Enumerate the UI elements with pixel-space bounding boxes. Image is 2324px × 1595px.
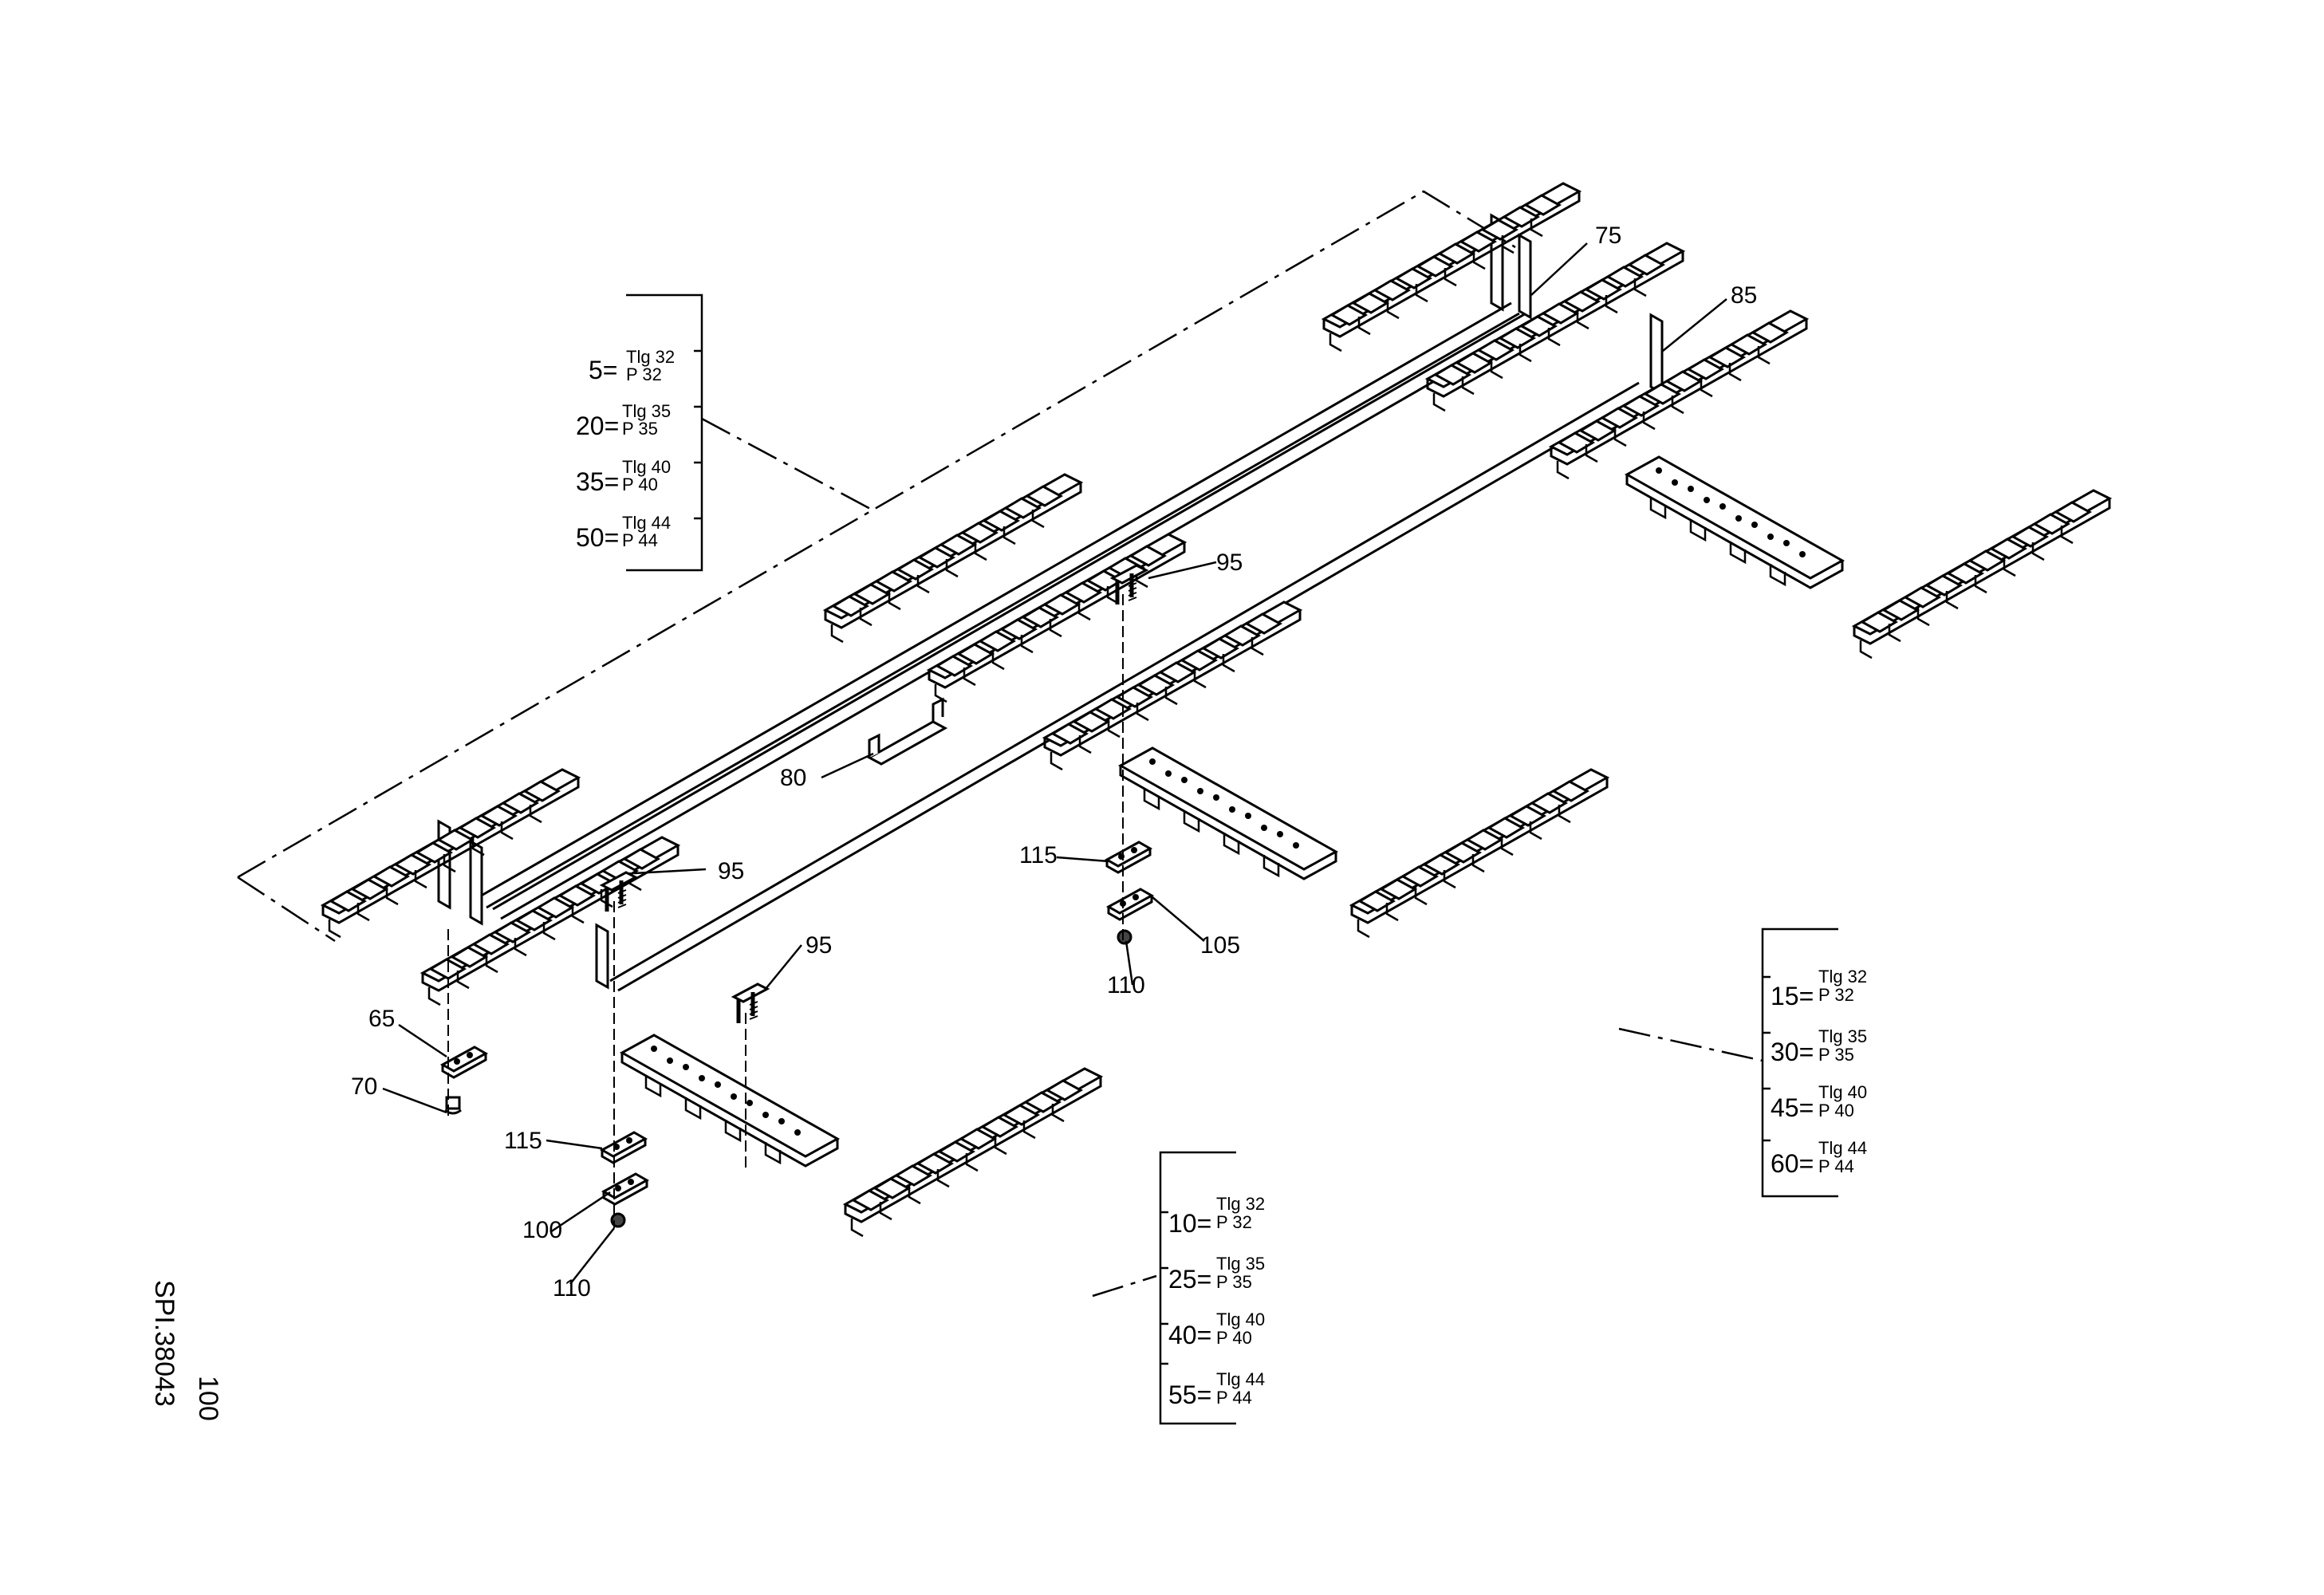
callout-70: 70	[351, 1073, 377, 1100]
callout-85: 85	[1731, 282, 1757, 309]
svg-text:Tlg 35: Tlg 35	[1818, 1026, 1867, 1046]
svg-text:P 35: P 35	[622, 419, 658, 439]
svg-text:Tlg 35: Tlg 35	[622, 401, 671, 421]
svg-text:50=: 50=	[576, 523, 619, 552]
svg-text:40=: 40=	[1168, 1321, 1211, 1349]
callout-95-top: 95	[1216, 549, 1243, 576]
svg-text:Tlg 44: Tlg 44	[1818, 1138, 1867, 1158]
legend-a-row-4: 50= Tlg 44 P 44	[576, 513, 671, 552]
sheet-number: 100	[193, 1376, 223, 1421]
svg-text:30=: 30=	[1771, 1038, 1814, 1066]
svg-text:P 40: P 40	[1216, 1328, 1252, 1348]
svg-text:Tlg 40: Tlg 40	[1818, 1082, 1867, 1102]
legend-a-row-3: 35= Tlg 40 P 40	[576, 457, 671, 496]
comb-segments	[321, 182, 1808, 1006]
svg-text:Tlg 40: Tlg 40	[622, 457, 671, 477]
svg-text:35=: 35=	[576, 467, 619, 496]
callout-95-mid: 95	[718, 858, 744, 884]
svg-text:25=: 25=	[1168, 1265, 1211, 1294]
legend-b-row-1: 15= Tlg 32 P 32	[1771, 967, 1867, 1010]
legend-b-row-2: 30= Tlg 35 P 35	[1771, 1026, 1867, 1066]
svg-text:Tlg 32: Tlg 32	[1818, 967, 1867, 987]
callout-115-right: 115	[1019, 842, 1058, 868]
legend-c-row-3: 40= Tlg 40 P 40	[1168, 1309, 1265, 1349]
svg-text:15=: 15=	[1771, 982, 1814, 1010]
legend-a-row-1: 5= Tlg 32 P 32	[589, 347, 675, 384]
callout-labels: 75 85 95 80 115 105 110 95 95 65 70 115 …	[351, 223, 1757, 1302]
fasteners	[444, 929, 1132, 1228]
svg-text:Tlg 44: Tlg 44	[622, 513, 671, 533]
clip-part-80	[866, 697, 948, 766]
svg-text:Tlg 32: Tlg 32	[1216, 1194, 1265, 1214]
svg-text:5=: 5=	[589, 356, 617, 384]
svg-text:45=: 45=	[1771, 1093, 1814, 1122]
assembly-axes	[447, 594, 1124, 1228]
svg-text:20=: 20=	[576, 412, 619, 440]
callout-80: 80	[780, 765, 806, 791]
legend-c-row-2: 25= Tlg 35 P 35	[1168, 1254, 1265, 1294]
callout-110-left: 110	[553, 1275, 591, 1302]
callout-110-right: 110	[1107, 972, 1145, 998]
callout-65: 65	[368, 1006, 395, 1032]
svg-text:P 32: P 32	[626, 364, 662, 384]
leader-lines	[382, 242, 1727, 1285]
legend-group-c: 10= Tlg 32 P 32 25= Tlg 35 P 35 40= Tlg …	[1159, 1151, 1265, 1425]
legend-leaders	[701, 417, 1763, 1298]
svg-text:P 40: P 40	[1818, 1101, 1854, 1120]
svg-text:Tlg 32: Tlg 32	[626, 347, 675, 367]
callout-75: 75	[1595, 223, 1621, 249]
svg-text:P 44: P 44	[1818, 1156, 1854, 1176]
legend-b-row-3: 45= Tlg 40 P 40	[1771, 1082, 1867, 1122]
callout-105: 105	[1200, 932, 1240, 959]
legend-group-b: 15= Tlg 32 P 32 30= Tlg 35 P 35 45= Tlg …	[1761, 927, 1867, 1198]
legend-group-a: 5= Tlg 32 P 32 20= Tlg 35 P 35 35= Tlg 4…	[576, 293, 703, 572]
svg-text:P 44: P 44	[622, 530, 658, 550]
svg-text:P 44: P 44	[1216, 1388, 1252, 1408]
svg-text:Tlg 40: Tlg 40	[1216, 1309, 1265, 1329]
svg-text:P 32: P 32	[1216, 1212, 1252, 1232]
legend-c-row-4: 55= Tlg 44 P 44	[1168, 1369, 1265, 1409]
svg-text:P 35: P 35	[1818, 1045, 1854, 1065]
svg-text:P 40: P 40	[622, 475, 658, 494]
callout-115-left: 115	[504, 1128, 542, 1154]
legend-c-row-1: 10= Tlg 32 P 32	[1168, 1194, 1265, 1238]
legend-b-row-4: 60= Tlg 44 P 44	[1771, 1138, 1867, 1178]
svg-text:P 35: P 35	[1216, 1272, 1252, 1292]
svg-text:10=: 10=	[1168, 1209, 1211, 1238]
legend-a-row-2: 20= Tlg 35 P 35	[576, 401, 671, 440]
svg-text:P 32: P 32	[1818, 985, 1854, 1005]
callout-100: 100	[522, 1217, 562, 1243]
svg-text:Tlg 44: Tlg 44	[1216, 1369, 1265, 1389]
callout-95-low: 95	[806, 932, 832, 959]
document-id-block: SPI.38043 100	[149, 1280, 223, 1421]
svg-text:60=: 60=	[1771, 1149, 1814, 1178]
svg-text:Tlg 35: Tlg 35	[1216, 1254, 1265, 1274]
document-id: SPI.38043	[149, 1280, 179, 1407]
svg-text:55=: 55=	[1168, 1380, 1211, 1409]
